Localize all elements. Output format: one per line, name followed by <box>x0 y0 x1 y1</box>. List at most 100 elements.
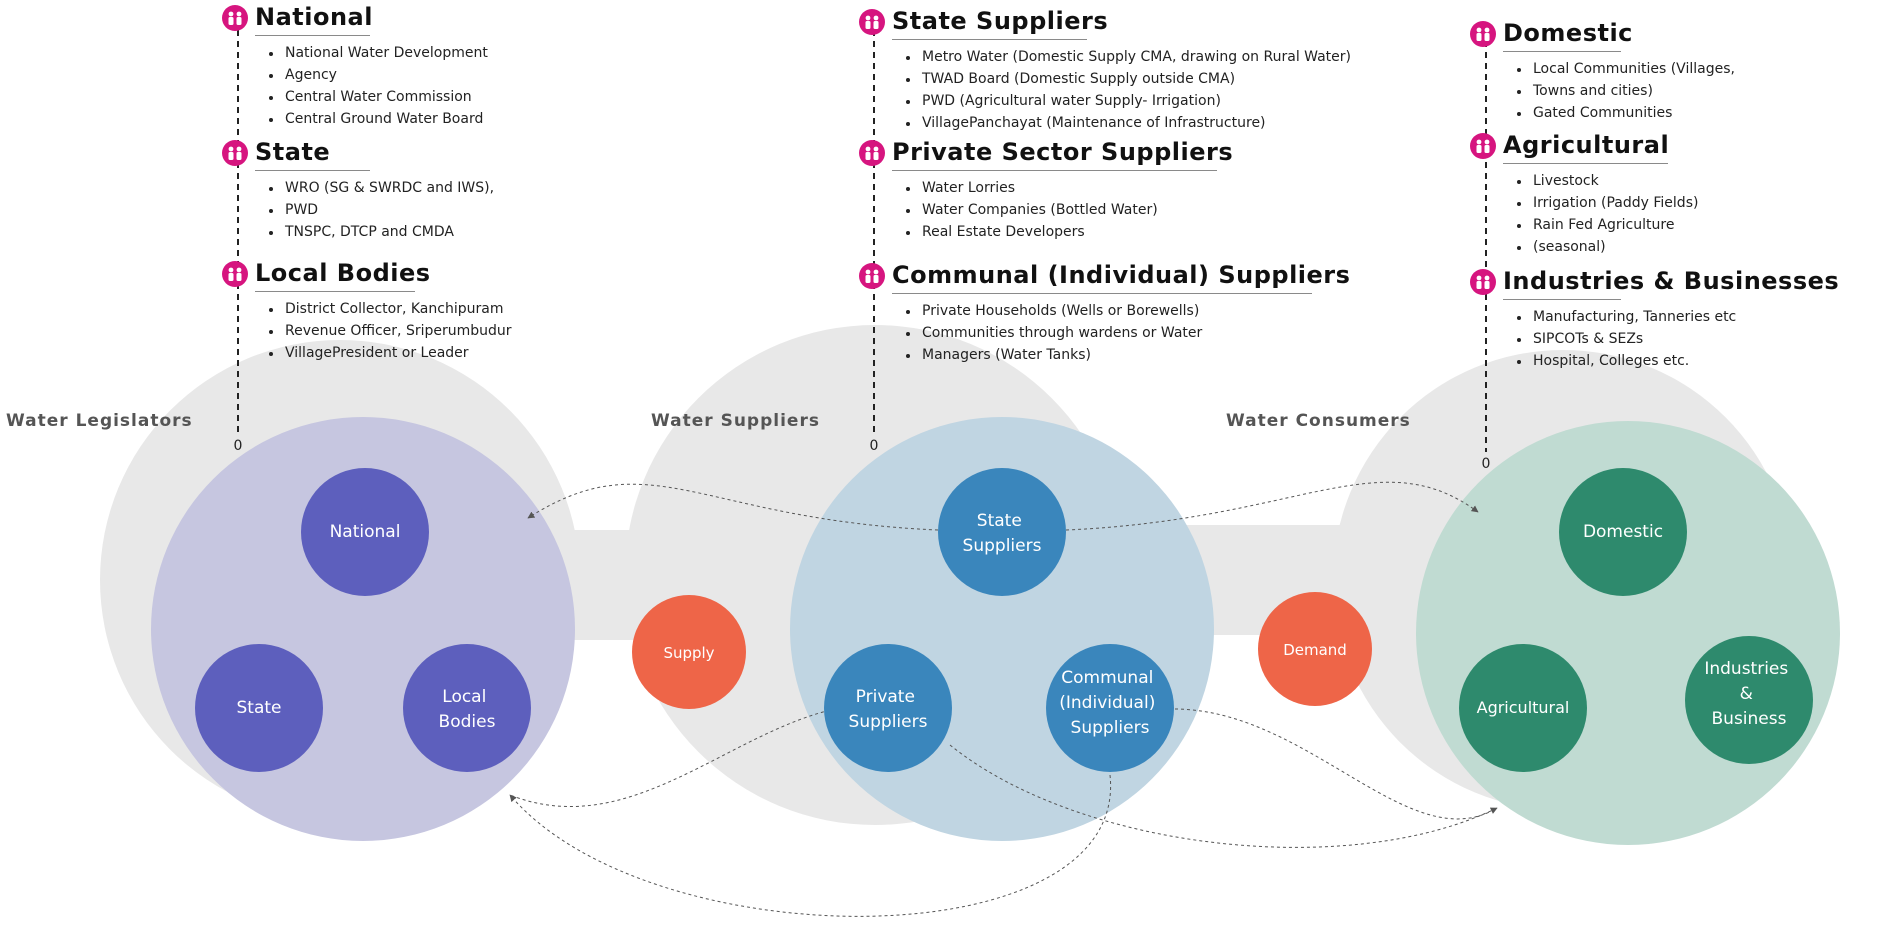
list-item: Real Estate Developers <box>892 221 1312 243</box>
list-item: Communities through wardens or Water <box>892 322 1352 344</box>
panel-domestic-list: Local Communities (Villages, Towns and c… <box>1503 58 1823 124</box>
node-state-suppliers[interactable]: State Suppliers <box>938 468 1066 596</box>
node-national[interactable]: National <box>301 468 429 596</box>
list-item: VillagePanchayat (Maintenance of Infrast… <box>892 112 1452 134</box>
panel-agricultural-rule <box>1503 163 1668 164</box>
panel-communal-suppliers-list: Private Households (Wells or Borewells) … <box>892 300 1352 366</box>
list-item: TWAD Board (Domestic Supply outside CMA) <box>892 68 1452 90</box>
panel-communal-suppliers: Communal (Individual) Suppliers Private … <box>859 260 1352 366</box>
node-domestic-line-0: Domestic <box>1583 522 1663 542</box>
svg-text:National: National <box>330 522 401 542</box>
node-private-line-1: Suppliers <box>849 712 928 732</box>
panel-industries-title: Industries & Businesses <box>1503 267 1840 295</box>
people-icon <box>222 140 248 166</box>
node-industries-line-1: & <box>1740 684 1753 704</box>
panel-national-rule <box>255 35 370 36</box>
svg-text:State: State <box>237 698 282 718</box>
list-item: Manufacturing, Tanneries etc <box>1503 306 1883 328</box>
list-item: Hospital, Colleges etc. <box>1503 350 1883 372</box>
arrow-private-to-consumers <box>949 744 1498 848</box>
people-icon <box>222 5 248 31</box>
list-item: PWD (Agricultural water Supply- Irrigati… <box>892 90 1452 112</box>
panel-local-list: District Collector, Kanchipuram Revenue … <box>255 298 575 364</box>
panel-domestic-rule <box>1503 51 1621 52</box>
panel-industries-rule <box>1503 299 1621 300</box>
list-item: VillagePresident or Leader <box>255 342 575 364</box>
list-item: Water Companies (Bottled Water) <box>892 199 1312 221</box>
list-item: Managers (Water Tanks) <box>892 344 1352 366</box>
node-private-suppliers[interactable]: Private Suppliers <box>824 644 952 772</box>
node-state[interactable]: State <box>195 644 323 772</box>
list-item: Irrigation (Paddy Fields) <box>1503 192 1823 214</box>
svg-text:Communal (Individual): Communal (Individual) Suppliers <box>1059 668 1160 738</box>
panel-domestic-title: Domestic <box>1503 19 1633 47</box>
list-item: Water Lorries <box>892 177 1312 199</box>
panel-state-rule <box>255 170 370 171</box>
people-icon <box>859 140 885 166</box>
panel-industries-list: Manufacturing, Tanneries etc SIPCOTs & S… <box>1503 306 1883 372</box>
list-item: Private Households (Wells or Borewells) <box>892 300 1352 322</box>
panel-state-title: State <box>255 138 331 166</box>
svg-text:Industries & Busin: Industries & Business <box>1704 659 1793 729</box>
node-industries-line-2: Business <box>1712 709 1787 729</box>
group-label-consumers: Water Consumers <box>1226 411 1411 431</box>
panel-agricultural: Agricultural Livestock Irrigation (Paddy… <box>1470 130 1823 258</box>
people-icon <box>1470 21 1496 47</box>
node-industries-line-0: Industries <box>1704 659 1788 679</box>
panel-state-suppliers-rule <box>892 39 1087 40</box>
svg-text:State Suppliers: State Suppliers <box>963 511 1042 556</box>
node-industries-business[interactable]: Industries & Business <box>1685 636 1813 764</box>
svg-text:Agricultural: Agricultural <box>1477 698 1570 717</box>
arrow-state-suppliers-to-consumers <box>1065 481 1479 531</box>
supply-connector[interactable]: Supply <box>632 595 746 709</box>
group-label-legislators: Water Legislators <box>6 411 193 431</box>
list-item: Rain Fed Agriculture <box>1503 214 1823 236</box>
list-item: Agency <box>255 64 565 86</box>
list-item: District Collector, Kanchipuram <box>255 298 575 320</box>
node-local-line-1: Bodies <box>439 712 496 732</box>
group-label-suppliers: Water Suppliers <box>651 411 820 431</box>
people-icon <box>859 9 885 35</box>
panel-state-suppliers-title: State Suppliers <box>892 7 1109 35</box>
people-icon <box>1470 269 1496 295</box>
panel-state-suppliers-list: Metro Water (Domestic Supply CMA, drawin… <box>892 46 1452 134</box>
list-item: WRO (SG & SWRDC and IWS), <box>255 177 565 199</box>
panel-local-title: Local Bodies <box>255 259 431 287</box>
node-agricultural[interactable]: Agricultural <box>1459 644 1587 772</box>
list-item: Gated Communities <box>1503 102 1823 124</box>
list-item: Central Water Commission <box>255 86 565 108</box>
timeline-end-consumers: 0 <box>1482 456 1491 472</box>
panel-local-rule <box>255 291 415 292</box>
panel-national-list: National Water Development Agency Centra… <box>255 42 565 130</box>
node-local-bodies[interactable]: Local Bodies <box>403 644 531 772</box>
panel-private-suppliers-title: Private Sector Suppliers <box>892 138 1234 166</box>
panel-private-suppliers: Private Sector Suppliers Water Lorries W… <box>859 137 1312 243</box>
node-communal-line-2: Suppliers <box>1071 718 1150 738</box>
node-state-suppliers-line-1: Suppliers <box>963 536 1042 556</box>
panel-industries: Industries & Businesses Manufacturing, T… <box>1470 266 1883 372</box>
list-item: Local Communities (Villages, <box>1503 58 1823 80</box>
node-communal-line-0: Communal <box>1061 668 1153 688</box>
panel-local-bodies: Local Bodies District Collector, Kanchip… <box>222 258 575 364</box>
node-state-line-0: State <box>237 698 282 718</box>
node-domestic[interactable]: Domestic <box>1559 468 1687 596</box>
list-item: SIPCOTs & SEZs <box>1503 328 1883 350</box>
node-state-suppliers-line-0: State <box>977 511 1022 531</box>
panel-private-suppliers-rule <box>892 170 1217 171</box>
timeline-end-legislators: 0 <box>234 438 243 454</box>
timeline-end-suppliers: 0 <box>870 438 879 454</box>
svg-text:Local Bodies: Local Bodies <box>439 687 496 732</box>
arrow-communal-to-consumers <box>1174 708 1498 820</box>
panel-communal-suppliers-rule <box>892 293 1312 294</box>
list-item: TNSPC, DTCP and CMDA <box>255 221 565 243</box>
panel-state-suppliers: State Suppliers Metro Water (Domestic Su… <box>859 6 1452 134</box>
node-communal-suppliers[interactable]: Communal (Individual) Suppliers <box>1046 644 1174 772</box>
list-item: Metro Water (Domestic Supply CMA, drawin… <box>892 46 1452 68</box>
panel-private-suppliers-list: Water Lorries Water Companies (Bottled W… <box>892 177 1312 243</box>
panel-state-list: WRO (SG & SWRDC and IWS), PWD TNSPC, DTC… <box>255 177 565 243</box>
demand-connector[interactable]: Demand <box>1258 592 1372 706</box>
node-local-line-0: Local <box>442 687 486 707</box>
panel-agricultural-title: Agricultural <box>1503 131 1670 159</box>
arrow-communal-to-legislators <box>509 774 1111 917</box>
